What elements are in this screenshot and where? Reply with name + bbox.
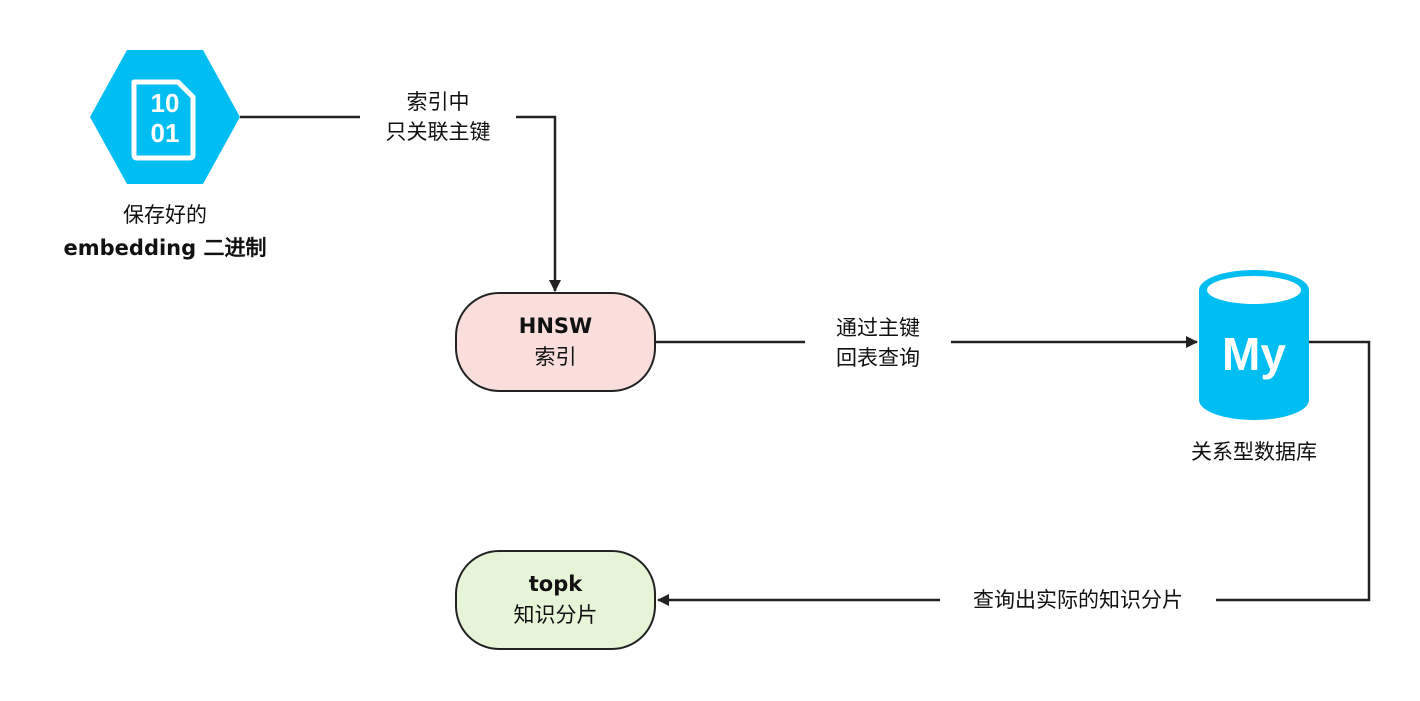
edge-label-binary-line2: 只关联主键 [385,120,491,144]
database-icon: My [1199,270,1309,420]
binary-file-caption: 保存好的 embedding 二进制 [30,199,300,265]
edge-label-hnsw-to-db: 通过主键 回表查询 [805,313,951,373]
hnsw-index-node[interactable]: HNSW 索引 [455,292,656,392]
binary-caption-line2: embedding 二进制 [63,236,267,260]
edge-label-db-to-topk: 查询出实际的知识分片 [940,585,1216,615]
binary-file-icon: 10 01 [90,50,240,184]
topk-node-subtitle: 知识分片 [513,603,598,627]
icon-digits-top: 10 [151,88,180,118]
hnsw-node-title: HNSW [518,314,593,338]
topk-node-title: topk [528,572,583,596]
database-caption: 关系型数据库 [1191,440,1317,464]
icon-digits-bottom: 01 [151,118,180,148]
edge-binary-to-hnsw [240,115,561,292]
hnsw-node-subtitle: 索引 [534,345,577,369]
topk-node[interactable]: topk 知识分片 [455,550,656,650]
edge-label-binary-line1: 索引中 [406,90,470,114]
edge-label-binary-to-hnsw: 索引中 只关联主键 [360,87,516,147]
edge-label-hnsw-line1: 通过主键 [836,316,920,340]
edge-label-hnsw-line2: 回表查询 [836,346,920,370]
binary-caption-line1: 保存好的 [123,203,207,227]
db-logo-text: My [1222,328,1286,380]
